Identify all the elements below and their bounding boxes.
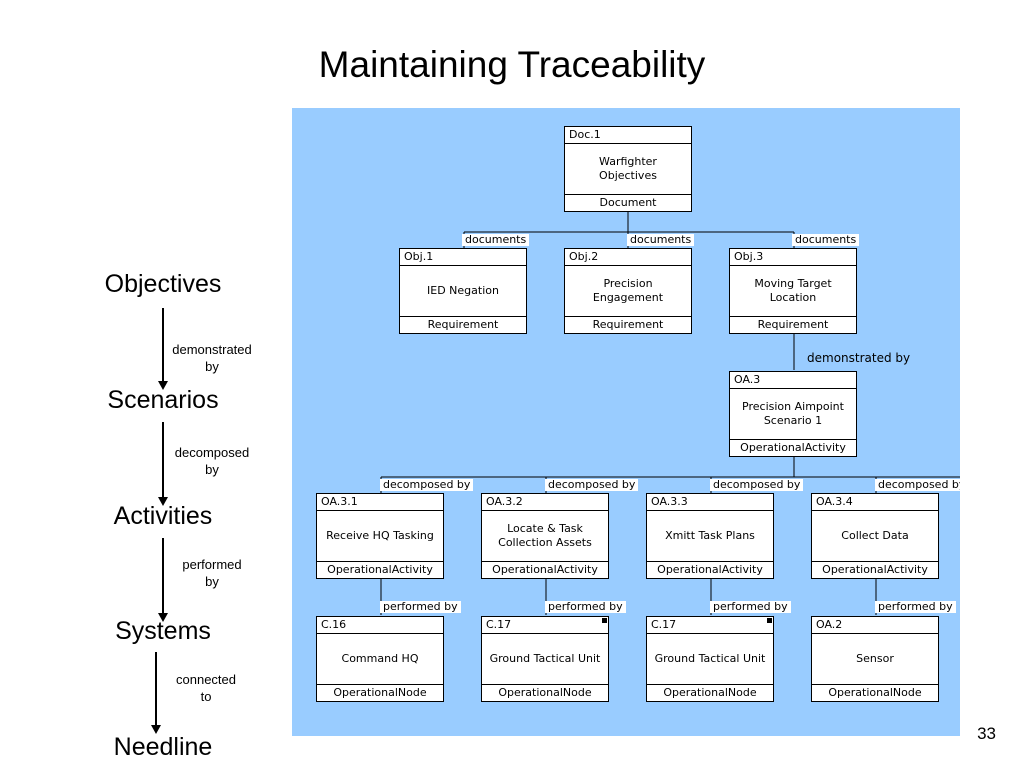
relation-word: by xyxy=(205,574,219,589)
node-doc-warfighter-objectives[interactable]: Doc.1 Warfighter Objectives Document xyxy=(564,126,692,212)
relation-demonstrated-by: demonstrated by xyxy=(157,341,267,375)
page-title: Maintaining Traceability xyxy=(318,44,706,85)
page-number: 33 xyxy=(977,724,996,743)
node-system-command-hq[interactable]: C.16 Command HQ OperationalNode xyxy=(316,616,444,702)
rel-documents-1: documents xyxy=(462,234,530,246)
node-id: OA.3.1 xyxy=(317,494,443,511)
node-name: Ground Tactical Unit xyxy=(489,652,601,665)
rel-performed-3: performed by xyxy=(710,601,791,613)
node-type: Document xyxy=(565,194,691,211)
relation-word: by xyxy=(205,462,219,477)
node-activity-collect-data[interactable]: OA.3.4 Collect Data OperationalActivity xyxy=(811,493,939,579)
rel-decomposed-3: decomposed by xyxy=(710,479,804,491)
node-system-ground-tactical-unit[interactable]: C.17 Ground Tactical Unit OperationalNod… xyxy=(646,616,774,702)
node-activity-xmitt-task-plans[interactable]: OA.3.3 Xmitt Task Plans OperationalActiv… xyxy=(646,493,774,579)
node-marker-icon xyxy=(602,618,607,623)
node-name: Collect Data xyxy=(841,529,909,542)
node-id: C.16 xyxy=(317,617,443,634)
node-id: OA.3.4 xyxy=(812,494,938,511)
node-type: OperationalNode xyxy=(647,684,773,701)
arrow-objectives-scenarios xyxy=(158,308,168,390)
node-system-sensor[interactable]: OA.2 Sensor OperationalNode xyxy=(811,616,939,702)
relation-word: by xyxy=(205,359,219,374)
node-scenario-precision-aimpoint[interactable]: OA.3 Precision Aimpoint Scenario 1 Opera… xyxy=(729,371,857,457)
level-activities: Activities xyxy=(113,502,213,530)
rel-documents-3: documents xyxy=(792,234,860,246)
node-name: Precision Aimpoint Scenario 1 xyxy=(742,400,844,427)
node-name: Precision Engagement xyxy=(592,277,664,304)
level-objectives: Objectives xyxy=(104,270,222,298)
node-name: Receive HQ Tasking xyxy=(326,529,434,542)
node-name: Xmitt Task Plans xyxy=(665,529,755,542)
node-name: Locate & Task Collection Assets xyxy=(498,522,592,549)
rel-decomposed-2: decomposed by xyxy=(545,479,639,491)
node-id: OA.3.3 xyxy=(647,494,773,511)
node-name: IED Negation xyxy=(427,284,499,297)
node-type: Requirement xyxy=(730,316,856,333)
node-type: OperationalNode xyxy=(812,684,938,701)
node-type: Requirement xyxy=(565,316,691,333)
arrow-systems-needline xyxy=(151,652,161,734)
level-scenarios: Scenarios xyxy=(107,386,219,414)
node-type: OperationalActivity xyxy=(730,439,856,456)
node-id: Obj.2 xyxy=(565,249,691,266)
relation-word: demonstrated xyxy=(172,342,252,357)
node-type: OperationalActivity xyxy=(482,561,608,578)
node-name: Command HQ xyxy=(341,652,419,665)
node-name: Ground Tactical Unit xyxy=(654,652,766,665)
node-obj-precision-engagement[interactable]: Obj.2 Precision Engagement Requirement xyxy=(564,248,692,334)
node-id: C.17 xyxy=(482,617,608,634)
relation-word: performed xyxy=(182,557,242,572)
relation-word: decomposed xyxy=(174,445,250,460)
relation-connected-to: connected to xyxy=(151,671,261,705)
node-id: Obj.3 xyxy=(730,249,856,266)
node-type: OperationalNode xyxy=(482,684,608,701)
node-type: OperationalActivity xyxy=(812,561,938,578)
rel-demonstrated-by: demonstrated by xyxy=(807,351,911,365)
rel-decomposed-1: decomposed by xyxy=(380,479,474,491)
level-needline: Needline xyxy=(113,733,213,761)
node-name: Warfighter Objectives xyxy=(599,155,657,182)
node-id: OA.3 xyxy=(730,372,856,389)
relation-word: to xyxy=(200,689,212,704)
node-id: Doc.1 xyxy=(565,127,691,144)
node-id: OA.3.2 xyxy=(482,494,608,511)
node-obj-moving-target-location[interactable]: Obj.3 Moving Target Location Requirement xyxy=(729,248,857,334)
arrow-activities-systems xyxy=(158,538,168,622)
relation-word: connected xyxy=(176,672,236,687)
node-name: Sensor xyxy=(856,652,894,665)
level-systems: Systems xyxy=(115,617,211,645)
rel-decomposed-4: decomposed by xyxy=(875,479,960,491)
node-marker-icon xyxy=(767,618,772,623)
rel-documents-2: documents xyxy=(627,234,695,246)
node-type: Requirement xyxy=(400,316,526,333)
node-id: OA.2 xyxy=(812,617,938,634)
rel-performed-4: performed by xyxy=(875,601,956,613)
arrow-scenarios-activities xyxy=(158,422,168,506)
node-activity-locate-task-collection[interactable]: OA.3.2 Locate & Task Collection Assets O… xyxy=(481,493,609,579)
node-system-ground-tactical-unit[interactable]: C.17 Ground Tactical Unit OperationalNod… xyxy=(481,616,609,702)
node-id: Obj.1 xyxy=(400,249,526,266)
rel-performed-1: performed by xyxy=(380,601,461,613)
rel-performed-2: performed by xyxy=(545,601,626,613)
relation-decomposed-by: decomposed by xyxy=(157,444,267,478)
node-id: C.17 xyxy=(647,617,773,634)
node-type: OperationalActivity xyxy=(317,561,443,578)
node-type: OperationalActivity xyxy=(647,561,773,578)
node-name: Moving Target Location xyxy=(754,277,832,304)
node-obj-ied-negation[interactable]: Obj.1 IED Negation Requirement xyxy=(399,248,527,334)
node-type: OperationalNode xyxy=(317,684,443,701)
relation-performed-by: performed by xyxy=(157,556,267,590)
node-activity-receive-hq-tasking[interactable]: OA.3.1 Receive HQ Tasking OperationalAct… xyxy=(316,493,444,579)
